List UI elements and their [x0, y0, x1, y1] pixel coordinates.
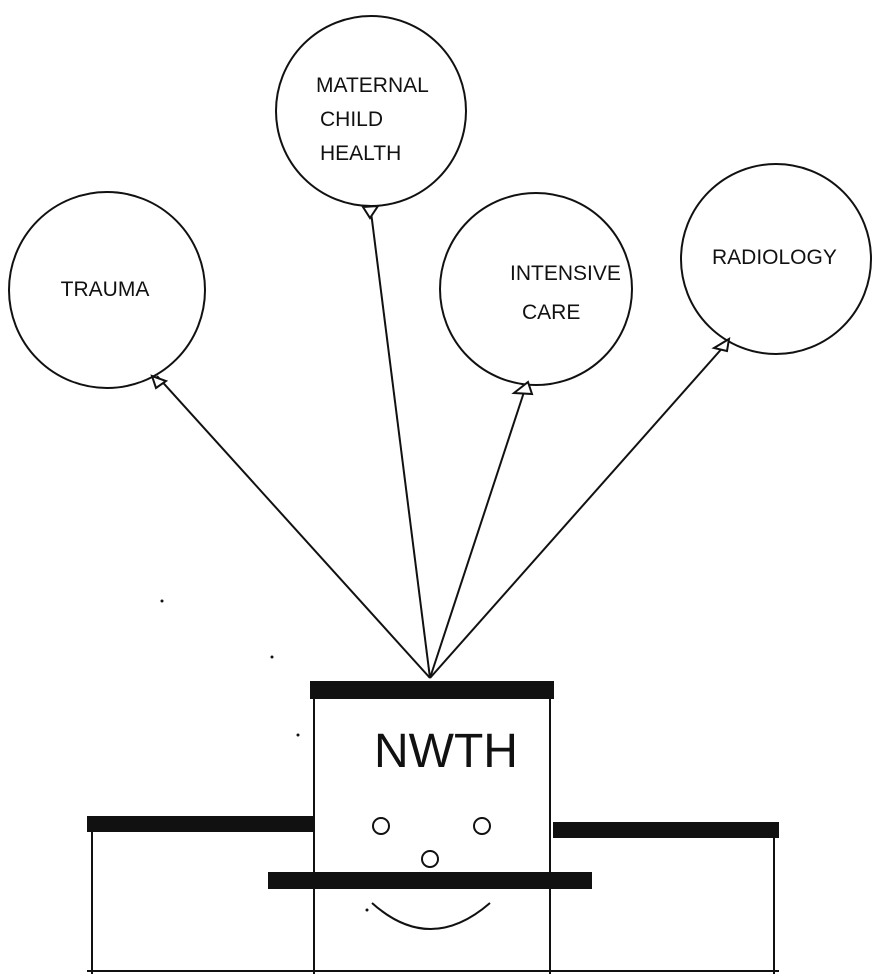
- balloon-trauma-label: TRAUMA: [61, 278, 150, 301]
- balloon-maternal-child-health-knot: [363, 206, 378, 218]
- balloon-maternal-child-health-label-line3: HEALTH: [320, 142, 401, 165]
- speck: [271, 656, 274, 659]
- string-intensive-care: [430, 386, 526, 678]
- string-trauma: [157, 376, 430, 678]
- string-radiology: [430, 345, 725, 678]
- balloon-trauma: TRAUMA: [9, 192, 205, 388]
- balloon-radiology-knot: [714, 339, 729, 351]
- speck: [366, 909, 369, 912]
- mustache-bar: [268, 872, 592, 889]
- balloon-intensive-care-label-line2: CARE: [522, 301, 580, 324]
- smile-line: [372, 903, 490, 929]
- balloon-maternal-child-health: MATERNAL CHILD HEALTH: [276, 16, 466, 218]
- left-wing-roof: [87, 816, 315, 832]
- building-tower: NWTH: [268, 681, 592, 974]
- left-eye-window: [373, 818, 389, 834]
- balloon-radiology-label: RADIOLOGY: [712, 246, 837, 269]
- tower-roof: [310, 681, 554, 699]
- balloon-radiology: RADIOLOGY: [681, 164, 871, 354]
- speck: [297, 734, 300, 737]
- balloon-intensive-care-label-line1: INTENSIVE: [510, 262, 621, 285]
- building-left-wing: [87, 816, 315, 974]
- right-eye-window: [474, 818, 490, 834]
- balloon-maternal-child-health-label-line1: MATERNAL: [316, 74, 429, 97]
- balloon-intensive-care-circle: [440, 193, 632, 385]
- building-name: NWTH: [374, 725, 518, 778]
- balloon-maternal-child-health-label-line2: CHILD: [320, 108, 383, 131]
- scan-specks: [161, 600, 369, 912]
- string-maternal-child-health: [371, 212, 430, 678]
- balloon-trauma-knot: [152, 376, 166, 388]
- speck: [161, 600, 164, 603]
- nose-window: [422, 851, 438, 867]
- balloon-intensive-care: INTENSIVE CARE: [440, 193, 632, 394]
- right-wing-roof: [553, 822, 779, 838]
- building-right-wing: [553, 822, 779, 974]
